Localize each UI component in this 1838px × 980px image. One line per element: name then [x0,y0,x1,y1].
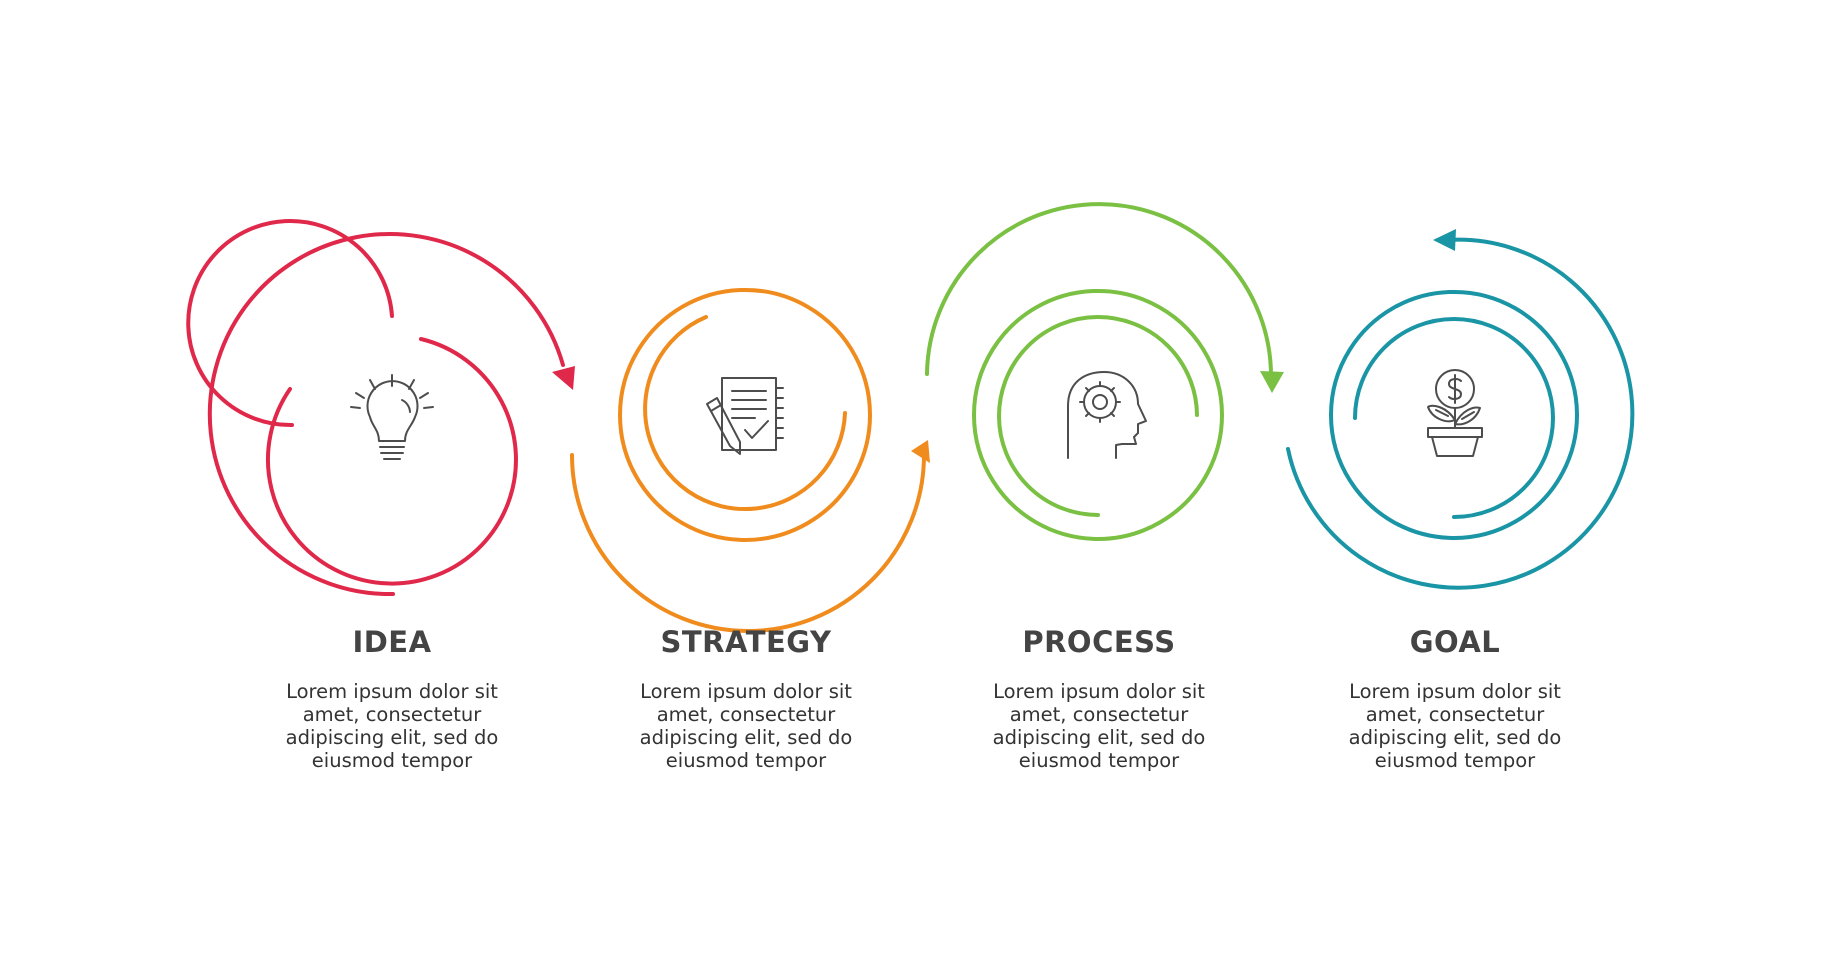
head-gear-icon [1067,371,1147,459]
step-strategy-graphic [570,287,930,633]
step-title: PROCESS [1022,625,1176,659]
idea-outer-arc [207,232,565,597]
description-line: eiusmod tempor [311,749,473,772]
description-line: adipiscing elit, sed do [639,726,853,749]
description-line: amet, consectetur [1365,703,1545,726]
idea-middle-arc [265,337,518,586]
strategy-middle-circle [618,287,872,542]
description-line: eiusmod tempor [665,749,827,772]
step-process: PROCESS Lorem ipsum dolor sit amet, cons… [949,622,1249,772]
step-idea-graphic [186,219,575,597]
lightbulb-icon [350,374,434,460]
description-line: eiusmod tempor [1018,749,1180,772]
goal-outer-arc [1286,237,1635,590]
goal-middle-circle [1329,289,1579,540]
step-goal-graphic [1286,229,1635,590]
idea-outer-arrowhead [552,366,575,390]
description-line: adipiscing elit, sed do [992,726,1206,749]
step-goal: GOAL Lorem ipsum dolor sit amet, consect… [1305,622,1605,772]
idea-inner-arc [186,219,394,428]
description-line: Lorem ipsum dolor sit [1349,680,1561,703]
step-title: STRATEGY [660,625,832,659]
process-outer-arrowhead [1260,371,1284,393]
description-line: eiusmod tempor [1374,749,1536,772]
description-line: Lorem ipsum dolor sit [993,680,1205,703]
goal-outer-arrowhead [1433,229,1456,251]
description-line: amet, consectetur [302,703,482,726]
step-strategy: STRATEGY Lorem ipsum dolor sit amet, con… [596,622,896,772]
strategy-inner-arc [643,315,847,512]
step-description: Lorem ipsum dolor sit amet, consectetur … [1305,680,1605,772]
step-description: Lorem ipsum dolor sit amet, consectetur … [596,680,896,772]
process-outer-arc [925,202,1274,380]
description-line: amet, consectetur [656,703,836,726]
strategy-outer-arc [570,453,926,633]
description-line: Lorem ipsum dolor sit [286,680,498,703]
description-line: adipiscing elit, sed do [285,726,499,749]
description-line: Lorem ipsum dolor sit [640,680,852,703]
goal-inner-arc [1353,317,1555,519]
process-middle-circle [972,288,1224,541]
money-plant-icon [1427,369,1483,457]
step-process-graphic [925,202,1284,541]
step-idea: IDEA Lorem ipsum dolor sit amet, consect… [242,622,542,772]
strategy-outer-arrowhead [911,440,930,463]
step-title: GOAL [1409,625,1501,659]
document-pen-icon [706,377,784,455]
step-description: Lorem ipsum dolor sit amet, consectetur … [949,680,1249,772]
description-line: adipiscing elit, sed do [1348,726,1562,749]
step-description: Lorem ipsum dolor sit amet, consectetur … [242,680,542,772]
process-inner-arc [997,315,1199,517]
step-title: IDEA [352,625,432,659]
description-line: amet, consectetur [1009,703,1189,726]
